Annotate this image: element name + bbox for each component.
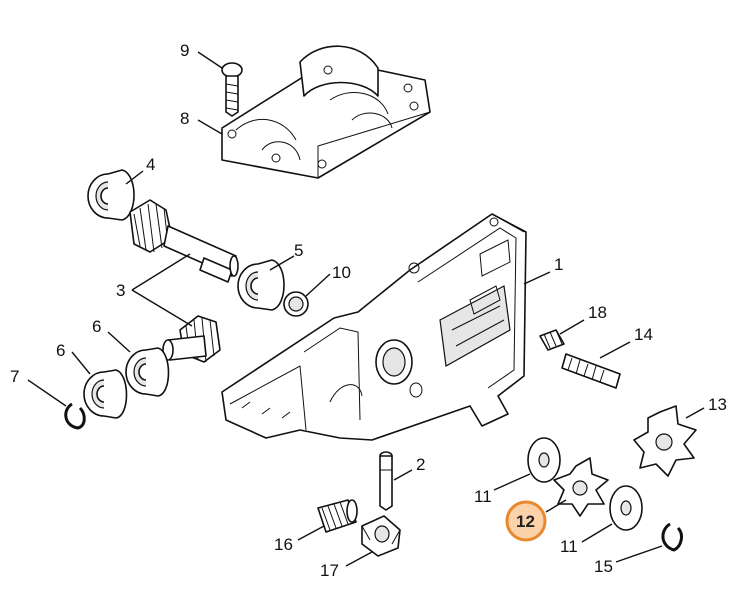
callout-6-lower: 6 bbox=[56, 341, 65, 360]
callout-15: 14 bbox=[634, 325, 653, 344]
callout-18: 18 bbox=[588, 303, 607, 322]
part-9-screw bbox=[221, 62, 243, 117]
part-3-bevel-gear-shaft-lower bbox=[162, 315, 221, 363]
callout-6-upper: 6 bbox=[92, 317, 101, 336]
part-2-pin bbox=[379, 451, 393, 511]
callout-12: 12 bbox=[516, 512, 535, 531]
part-6-ball-bearing-upper bbox=[125, 347, 170, 397]
callout-14: 15 bbox=[594, 557, 613, 576]
part-4-ball-bearing bbox=[87, 169, 135, 221]
part-14-circlip bbox=[661, 522, 683, 552]
part-7-circlip bbox=[64, 402, 86, 430]
callout-16: 17 bbox=[320, 561, 339, 580]
part-5-ball-bearing bbox=[237, 259, 285, 311]
part-11-washer-lower bbox=[609, 485, 643, 531]
part-17-needle-cage bbox=[317, 499, 358, 533]
part-10-seal-ring bbox=[283, 291, 309, 317]
callout-10: 10 bbox=[332, 263, 351, 282]
part-8-bearing-cover bbox=[221, 45, 431, 179]
part-11-washer-upper bbox=[527, 437, 561, 483]
leader-lines bbox=[27, 51, 705, 567]
part-16-collar-nut bbox=[361, 515, 401, 557]
callout-4: 4 bbox=[146, 155, 155, 174]
callout-11-upper: 11 bbox=[474, 487, 492, 506]
part-1-gear-housing bbox=[221, 213, 527, 441]
part-13-sprocket bbox=[633, 405, 697, 477]
callout-13: 13 bbox=[708, 395, 727, 414]
part-6-ball-bearing-lower bbox=[83, 369, 128, 419]
callout-5: 5 bbox=[294, 241, 303, 260]
part-15-stud bbox=[561, 353, 621, 389]
callout-3: 3 bbox=[116, 281, 125, 300]
callout-7: 7 bbox=[10, 367, 19, 386]
part-18-set-screw bbox=[539, 329, 565, 351]
callout-1: 1 bbox=[554, 255, 563, 274]
part-3-bevel-gear-shaft-upper bbox=[129, 199, 239, 283]
callout-2: 2 bbox=[416, 455, 425, 474]
callout-12-highlight bbox=[505, 500, 547, 542]
callout-8: 8 bbox=[180, 109, 189, 128]
part-12-spur-gear bbox=[553, 457, 609, 517]
callout-17: 16 bbox=[274, 535, 293, 554]
callout-9: 9 bbox=[180, 41, 189, 60]
callout-11-lower: 11 bbox=[560, 537, 578, 556]
